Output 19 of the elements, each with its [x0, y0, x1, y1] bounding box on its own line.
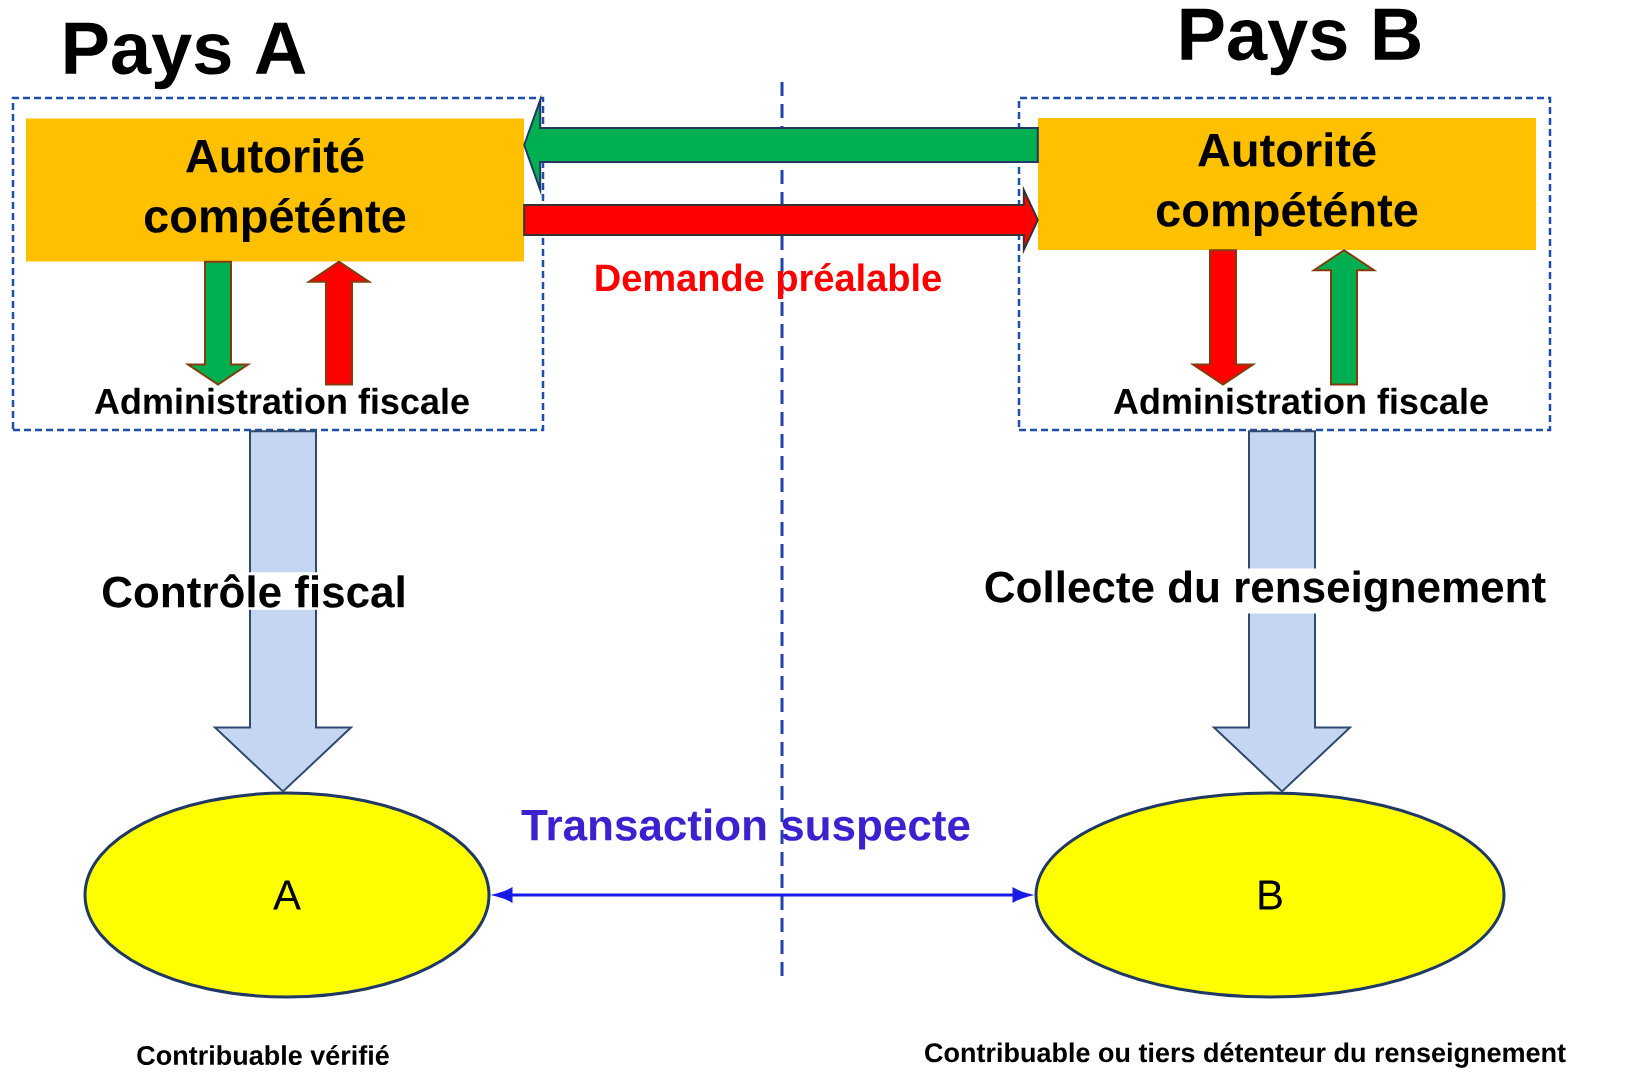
block-arrow [523, 94, 1039, 196]
authority-box: Autorité compéténte [1038, 118, 1536, 250]
authority-box: Autorité compéténte [26, 118, 524, 262]
block-arrow [1189, 249, 1257, 386]
label-text: Administration fiscale [1113, 387, 1488, 415]
block-arrow [184, 260, 252, 386]
edge-label: Contrôle fiscal [99, 572, 409, 610]
node-label: Contribuable vérifié [137, 1044, 389, 1066]
edge-label: Transaction suspecte [521, 808, 970, 850]
block-arrow [1310, 249, 1378, 386]
label-text: Administration fiscale [94, 387, 469, 415]
edge-label: Demande préalable [596, 263, 941, 299]
block-arrow [212, 430, 354, 793]
edge-label: Collecte du renseignement [981, 568, 1549, 614]
heading: Pays B [1181, 8, 1420, 76]
heading: Pays A [65, 22, 306, 90]
block-arrow [305, 260, 373, 386]
block-arrow [523, 185, 1039, 255]
node-label: Contribuable ou tiers détenteur du renseignement [925, 1042, 1566, 1068]
